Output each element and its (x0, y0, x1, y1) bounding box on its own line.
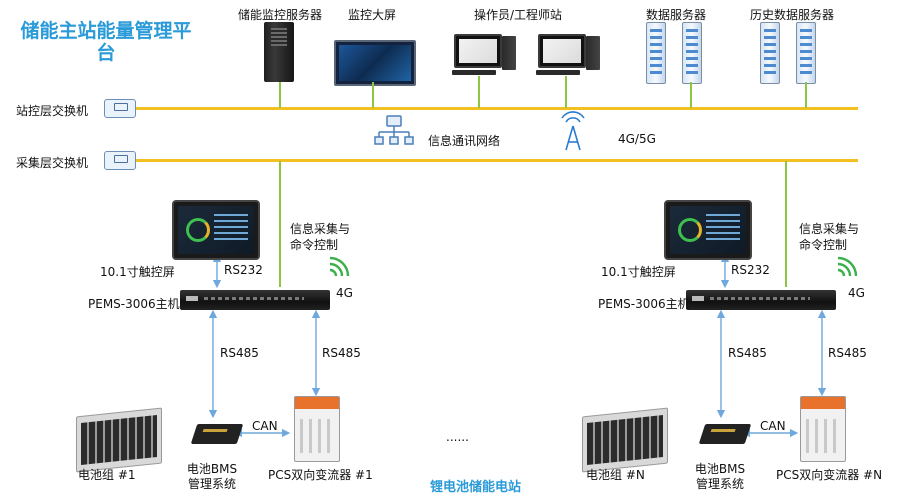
big-screen-label: 监控大屏 (348, 8, 397, 22)
switch-icon (104, 99, 136, 118)
rack-server-icon (796, 22, 816, 84)
pcs-label: PCS双向变流器 #N (776, 468, 883, 482)
rs485-label: RS485 (322, 346, 361, 360)
battery-label: 电池组 #1 (78, 468, 136, 482)
collect-bus-line (136, 159, 858, 162)
rs232-label: RS232 (731, 263, 770, 277)
battery-label: 电池组 #N (586, 468, 645, 482)
lte-label: 4G (848, 286, 865, 300)
pcs-cabinet-icon (294, 396, 340, 462)
monitor-server-label: 储能监控服务器 (238, 8, 323, 22)
data-server-label: 数据服务器 (646, 8, 707, 22)
touch-screen-icon (172, 200, 260, 260)
info-network-label: 信息通讯网络 (428, 134, 501, 148)
host-uplink-line (279, 161, 281, 287)
rs485-label: RS485 (728, 346, 767, 360)
lte-label: 4G (336, 286, 353, 300)
station-switch-label: 站控层交换机 (16, 104, 89, 118)
rack-server-icon (760, 22, 780, 84)
wifi-signal-icon (329, 256, 350, 277)
rs485-label: RS485 (220, 346, 259, 360)
switch-icon (104, 151, 136, 170)
keyboard-icon (536, 70, 580, 75)
connector-line (478, 76, 480, 108)
cell-tower-icon (561, 111, 585, 151)
wireless-label: 4G/5G (618, 132, 656, 146)
platform-title: 储能主站能量管理平台 (20, 20, 192, 64)
host-label: PEMS-3006主机 (598, 297, 690, 311)
workstation-label: 操作员/工程师站 (474, 8, 563, 22)
rs485-label: RS485 (828, 346, 867, 360)
collect-switch-label: 采集层交换机 (16, 156, 89, 170)
touch-screen-icon (664, 200, 752, 260)
video-wall-icon (334, 40, 416, 86)
connector-line (805, 82, 807, 108)
collect-control-label: 信息采集与 命令控制 (799, 222, 860, 252)
station-footer-label: 锂电池储能电站 (430, 480, 522, 495)
history-server-label: 历史数据服务器 (750, 8, 835, 22)
rs232-label: RS232 (224, 263, 263, 277)
bms-device-icon (190, 424, 244, 444)
host-label: PEMS-3006主机 (88, 297, 180, 311)
host-uplink-line (785, 161, 787, 287)
rack-server-icon (682, 22, 702, 84)
pcs-cabinet-icon (800, 396, 846, 462)
station-bus-line (136, 107, 858, 110)
bms-device-icon (698, 424, 752, 444)
pems-host-icon (686, 290, 836, 310)
touch-screen-label: 10.1寸触控屏 (100, 265, 175, 279)
monitor-icon (454, 34, 502, 68)
bms-label: 电池BMS 管理系统 (694, 462, 746, 491)
ellipsis: ...... (446, 430, 469, 444)
touch-screen-label: 10.1寸触控屏 (601, 265, 676, 279)
can-label: CAN (252, 419, 278, 433)
pc-tower-icon (502, 36, 516, 70)
battery-pack-icon (76, 407, 162, 473)
monitor-icon (538, 34, 586, 68)
wifi-signal-icon (837, 256, 858, 277)
pems-host-icon (180, 290, 330, 310)
rack-server-icon (646, 22, 666, 84)
connector-line (279, 82, 281, 108)
collect-control-label: 信息采集与 命令控制 (290, 222, 351, 252)
connector-line (565, 76, 567, 108)
battery-pack-icon (582, 407, 668, 473)
keyboard-icon (452, 70, 496, 75)
network-topology-icon (374, 115, 414, 145)
connector-line (690, 82, 692, 108)
pc-tower-icon (586, 36, 600, 70)
can-label: CAN (760, 419, 786, 433)
connector-line (372, 82, 374, 108)
bms-label: 电池BMS 管理系统 (186, 462, 238, 491)
monitor-server-icon (264, 22, 294, 82)
pcs-label: PCS双向变流器 #1 (268, 468, 373, 482)
